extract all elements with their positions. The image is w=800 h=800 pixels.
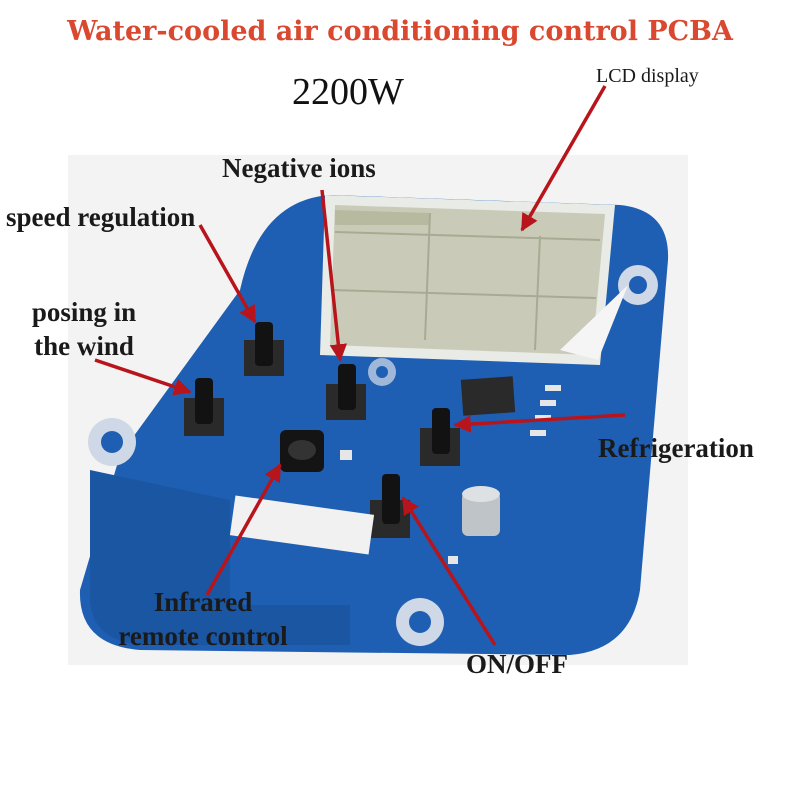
smd-components <box>340 385 561 564</box>
label-negative-ions: Negative ions <box>222 153 376 183</box>
arrow-negative-ions <box>320 189 348 362</box>
label-lcd-display: LCD display <box>596 65 699 87</box>
connector-strip <box>229 495 375 555</box>
capacitor <box>462 486 500 536</box>
mcu-chip <box>460 376 516 416</box>
page-title: Water-cooled air conditioning control PC… <box>67 16 733 47</box>
arrow-refrigeration <box>453 413 626 433</box>
tact-switch-ions <box>326 364 366 420</box>
label-speed-regulation: speed regulation <box>6 202 196 232</box>
arrow-infrared <box>205 463 282 596</box>
tact-switch-speed <box>244 322 284 376</box>
tact-switch-onoff <box>370 474 410 538</box>
mounting-holes <box>88 265 658 646</box>
arrow-lcd <box>520 85 607 232</box>
arrow-speed <box>198 224 257 324</box>
label-infrared-line2: remote control <box>118 620 288 651</box>
annotation-arrows <box>94 85 626 646</box>
label-posing-wind: posing in the wind <box>14 296 154 364</box>
label-onoff: ON/OFF <box>466 649 568 679</box>
label-posing-line1: posing in <box>31 297 137 327</box>
tact-switch-wind <box>184 378 224 436</box>
label-infrared-remote: Infrared remote control <box>88 586 318 654</box>
ir-receiver <box>280 430 324 472</box>
tact-switch-refrigeration <box>420 408 460 466</box>
lcd-module <box>320 195 628 365</box>
arrow-onoff <box>401 496 497 646</box>
label-posing-line2: the wind <box>34 330 134 361</box>
label-refrigeration: Refrigeration <box>598 433 754 463</box>
arrow-wind <box>94 358 192 396</box>
label-infrared-line1: Infrared <box>153 587 253 617</box>
power-rating: 2200W <box>292 71 404 113</box>
